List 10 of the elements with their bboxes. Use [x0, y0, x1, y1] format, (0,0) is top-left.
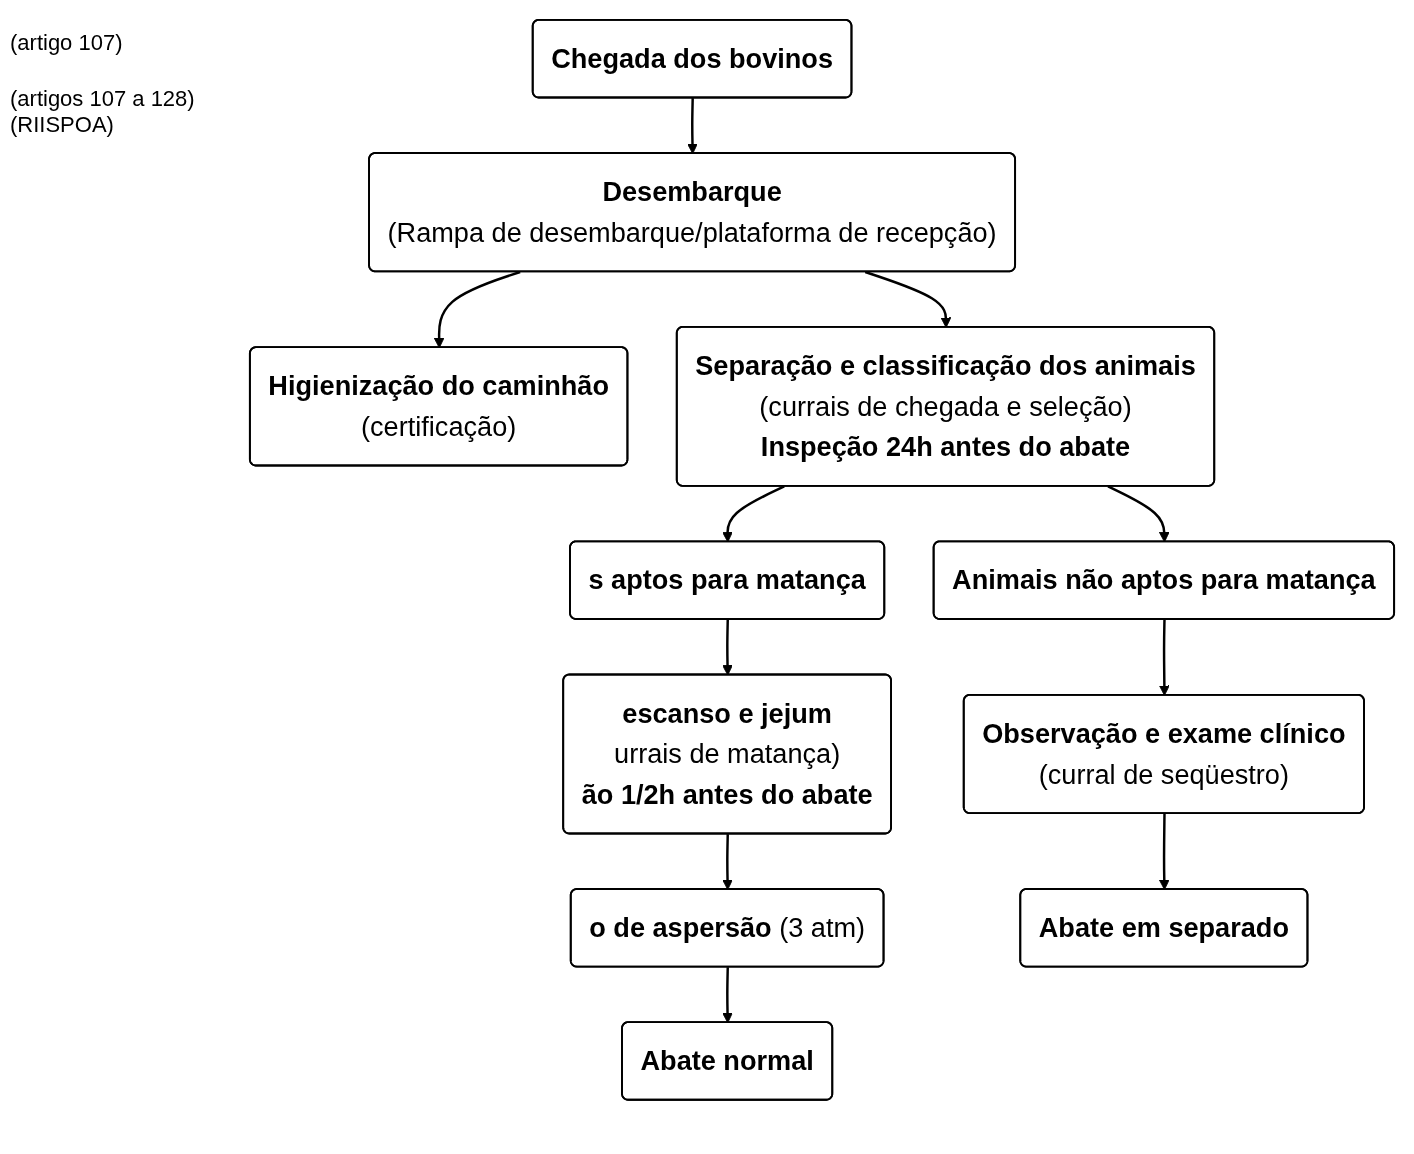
arrow — [722, 485, 785, 543]
arrow — [1107, 485, 1170, 543]
arrow — [1158, 619, 1170, 696]
arrow — [722, 967, 733, 1024]
arrow — [433, 270, 521, 349]
arrow — [687, 98, 698, 155]
arrow — [864, 270, 952, 328]
note-text: (artigo 107) — [10, 30, 124, 56]
arrow — [722, 619, 733, 676]
note-text: (artigos 107 a 128) (RIISPOA) — [10, 86, 196, 138]
